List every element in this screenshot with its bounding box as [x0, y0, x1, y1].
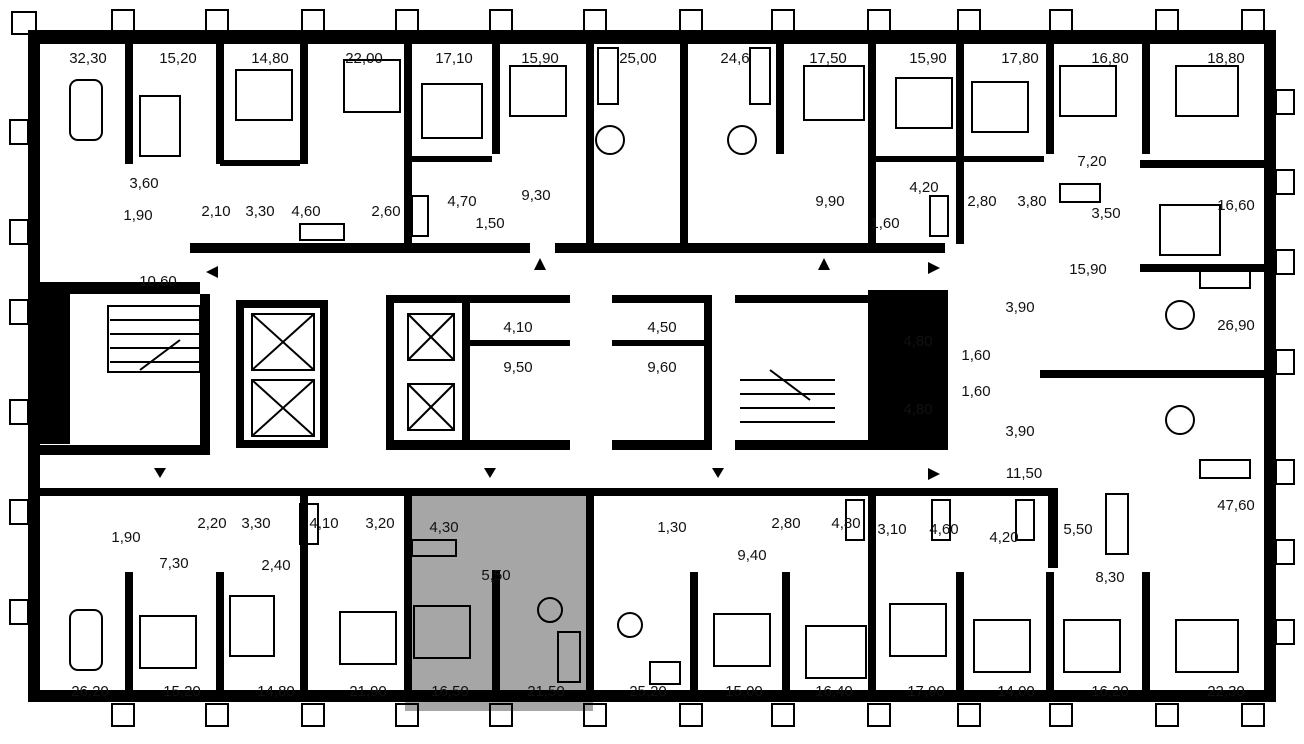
room-area-label: 25,20 — [629, 683, 667, 700]
room-area-label: 15,90 — [1069, 261, 1107, 278]
room-area-label: 1,90 — [111, 529, 140, 546]
table-icon — [69, 79, 1195, 671]
room-area-label: 4,10 — [309, 515, 338, 532]
building-core — [40, 290, 948, 454]
room-area-label: 1,60 — [961, 383, 990, 400]
room-area-label: 14,00 — [997, 683, 1035, 700]
room-area-label: 16,40 — [815, 683, 853, 700]
room-area-label: 9,60 — [647, 359, 676, 376]
room-area-label: 9,50 — [503, 359, 532, 376]
room-area-label: 47,60 — [1217, 497, 1255, 514]
room-area-label: 26,20 — [71, 683, 109, 700]
room-area-label: 32,30 — [69, 50, 107, 67]
elevator-icon — [251, 313, 315, 437]
room-area-label: 9,30 — [521, 187, 550, 204]
room-area-label: 16,80 — [1091, 50, 1129, 67]
room-area-label: 22,30 — [1207, 683, 1245, 700]
room-area-label: 4,20 — [909, 179, 938, 196]
room-labels: 32,30 15,20 14,80 22,00 17,10 15,90 25,0… — [69, 50, 1255, 700]
room-area-label: 17,80 — [1001, 50, 1039, 67]
room-area-label: 4,80 — [903, 333, 932, 350]
room-area-label: 3,60 — [129, 175, 158, 192]
room-area-label: 3,90 — [1005, 423, 1034, 440]
room-area-label: 4,60 — [929, 521, 958, 538]
room-area-label: 3,10 — [877, 521, 906, 538]
room-area-label: 25,00 — [619, 50, 657, 67]
room-area-label: 2,40 — [261, 557, 290, 574]
sofa-icon — [557, 47, 1251, 685]
room-area-label: 2,80 — [967, 193, 996, 210]
outer-walls — [9, 9, 1295, 727]
room-area-label: 7,30 — [159, 555, 188, 572]
room-area-label: 15,90 — [521, 50, 559, 67]
room-area-label: 4,10 — [503, 319, 532, 336]
room-area-label: 11,50 — [1006, 465, 1042, 482]
bath-icon — [299, 183, 1101, 557]
room-area-label: 1,60 — [870, 215, 899, 232]
furniture — [69, 47, 1251, 685]
room-area-label: 14,80 — [251, 50, 289, 67]
room-area-label: 7,20 — [1077, 153, 1106, 170]
room-area-label: 3,30 — [245, 203, 274, 220]
room-area-label: 22,00 — [345, 50, 383, 67]
room-area-label: 2,60 — [371, 203, 400, 220]
room-area-label: 1,50 — [475, 215, 504, 232]
room-area-label: 9,40 — [737, 547, 766, 564]
room-area-label: 17,10 — [435, 50, 473, 67]
room-area-label: 4,80 — [831, 515, 860, 532]
room-area-label: 4,30 — [429, 519, 458, 536]
bed-icon — [139, 59, 1239, 679]
room-area-label: 2,10 — [201, 203, 230, 220]
room-area-label: 14,80 — [257, 683, 295, 700]
room-area-label: 8,30 — [1095, 569, 1124, 586]
room-area-label: 1,60 — [961, 347, 990, 364]
room-area-label: 3,90 — [1005, 299, 1034, 316]
room-area-label: 3,20 — [365, 515, 394, 532]
room-area-label: 21,50 — [527, 683, 565, 700]
room-area-label: 9,90 — [815, 193, 844, 210]
room-area-label: 16,60 — [1217, 197, 1255, 214]
room-area-label: 4,50 — [647, 319, 676, 336]
room-area-label: 16,50 — [431, 683, 469, 700]
room-area-label: 5,50 — [1063, 521, 1092, 538]
room-area-label: 21,90 — [349, 683, 387, 700]
room-area-label: 15,20 — [163, 683, 201, 700]
room-area-label: 4,80 — [903, 401, 932, 418]
room-area-label: 2,80 — [771, 515, 800, 532]
room-area-label: 4,20 — [989, 529, 1018, 546]
arrow-icon — [154, 258, 940, 480]
room-area-label: 3,30 — [241, 515, 270, 532]
stairs-icon — [110, 319, 200, 371]
room-area-label: 4,70 — [447, 193, 476, 210]
room-area-label: 16,20 — [1091, 683, 1129, 700]
room-area-label: 3,50 — [1091, 205, 1120, 222]
room-area-label: 17,50 — [809, 50, 847, 67]
room-area-label: 1,90 — [123, 207, 152, 224]
room-area-label: 10,60 — [139, 273, 177, 290]
room-area-label: 1,30 — [657, 519, 686, 536]
room-area-label: 3,80 — [1017, 193, 1046, 210]
room-area-label: 15,90 — [909, 50, 947, 67]
room-area-label: 4,60 — [291, 203, 320, 220]
room-area-label: 5,50 — [481, 567, 510, 584]
room-area-label: 24,6 — [720, 50, 749, 67]
room-area-label: 18,80 — [1207, 50, 1245, 67]
corridor-walls — [40, 44, 1264, 692]
room-area-label: 2,20 — [197, 515, 226, 532]
room-area-label: 26,90 — [1217, 317, 1255, 334]
room-area-label: 15,00 — [725, 683, 763, 700]
room-area-label: 15,20 — [159, 50, 197, 67]
room-area-label: 17,90 — [907, 683, 945, 700]
